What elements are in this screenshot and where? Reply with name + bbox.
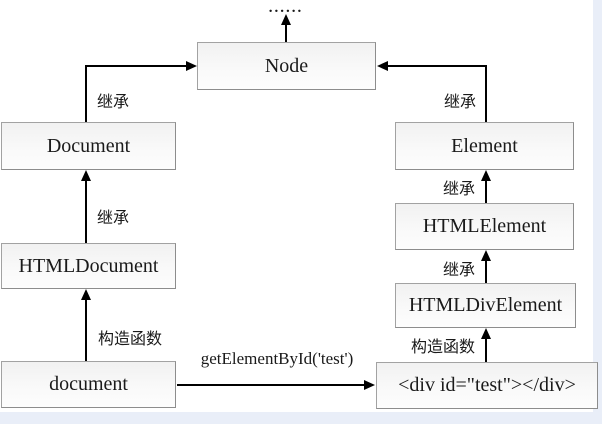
div-instance-box: <div id="test"></div> (376, 362, 598, 409)
htmldocument-box-label: HTMLDocument (18, 254, 159, 277)
htmlelement-box: HTMLElement (395, 203, 574, 250)
arrowhead-up-icon (81, 289, 91, 300)
arrowhead-up-icon (281, 14, 291, 25)
arrowhead-left-icon (377, 61, 388, 71)
htmldivelement-box-label: HTMLDivElement (408, 294, 563, 316)
arrowhead-up-icon (81, 170, 91, 181)
label-inherit-document-node: 继承 (97, 94, 130, 111)
arrowhead-right-icon (364, 380, 375, 390)
arrowhead-right-icon (186, 61, 197, 71)
ellipsis-dots: ...... (268, 0, 304, 16)
htmldocument-box: HTMLDocument (1, 243, 176, 289)
arrowhead-up-icon (481, 250, 491, 261)
label-constructor-document: 构造函数 (98, 331, 163, 348)
element-box: Element (395, 122, 574, 170)
element-box-label: Element (451, 134, 518, 157)
document-class-box: Document (1, 122, 176, 170)
page-edge-bottom (0, 412, 602, 424)
htmlelement-box-label: HTMLElement (422, 215, 547, 237)
arrowhead-up-icon (481, 328, 491, 339)
document-class-box-label: Document (46, 134, 131, 157)
label-inherit-htmldivelement-htmlelement: 继承 (443, 262, 476, 279)
node-box-label: Node (264, 54, 309, 77)
label-inherit-htmlelement-element: 继承 (443, 181, 476, 198)
document-object-box: document (1, 361, 176, 408)
label-getelementbyid: getElementById('test') (200, 349, 354, 368)
htmldivelement-box: HTMLDivElement (395, 283, 576, 328)
node-box: Node (197, 42, 376, 90)
label-inherit-htmldocument-document: 继承 (97, 210, 130, 227)
arrowhead-up-icon (481, 170, 491, 181)
label-inherit-element-node: 继承 (444, 94, 477, 111)
label-constructor-div: 构造函数 (411, 339, 476, 356)
page-edge-right (593, 0, 602, 412)
div-instance-box-label: <div id="test"></div> (398, 374, 576, 396)
document-object-box-label: document (49, 373, 128, 395)
